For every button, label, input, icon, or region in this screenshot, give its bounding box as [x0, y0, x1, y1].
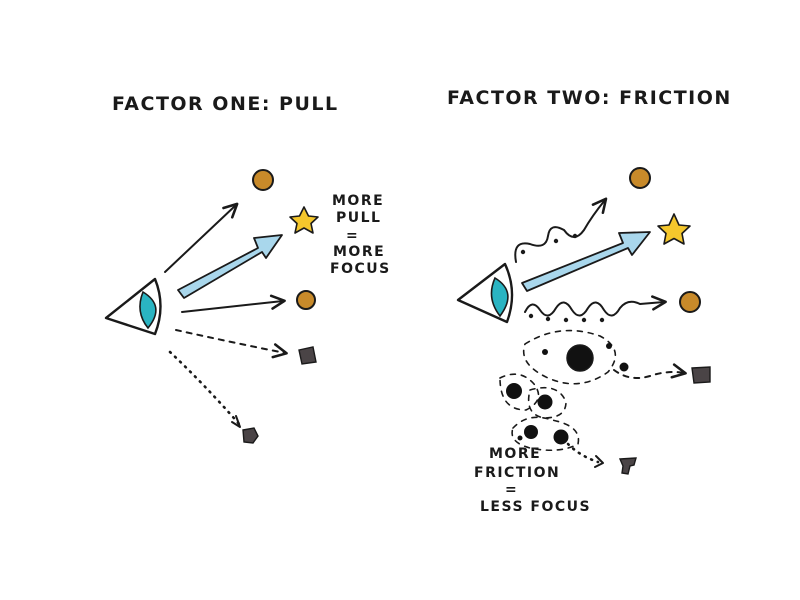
- note-line: FOCUS: [330, 261, 391, 277]
- obstacle-icon: [537, 394, 553, 410]
- friction-arrow-wavy-middle: [524, 295, 667, 323]
- eye-icon: [104, 277, 162, 336]
- pull-arrow-dotted: [168, 350, 242, 427]
- note-line: FRICTION: [474, 465, 560, 481]
- obstacle-icon: [553, 429, 569, 445]
- obstacle-icon: [506, 383, 522, 399]
- rock-icon: [298, 346, 317, 365]
- planet-icon: [629, 167, 651, 189]
- rock-icon: [618, 457, 637, 475]
- obstacle-icon: [606, 343, 612, 349]
- planet-icon: [252, 169, 274, 191]
- note-line: LESS FOCUS: [480, 499, 591, 515]
- eye-icon: [456, 262, 514, 324]
- obstacle-icon: [517, 435, 523, 441]
- obstacle-icon: [619, 362, 629, 372]
- rock-icon: [242, 427, 259, 444]
- pull-arrow-dotted-head: [231, 415, 241, 428]
- note-line: MORE: [333, 244, 385, 260]
- obstacle-icon: [542, 349, 548, 355]
- factor-one-note: MORE PULL = MORE FOCUS: [330, 193, 391, 277]
- rock-icon: [691, 366, 711, 384]
- obstacle-icon: [566, 344, 594, 372]
- factor-one-title: FACTOR ONE: PULL: [112, 93, 339, 115]
- planet-icon: [296, 290, 316, 310]
- friction-arrow-dotted-head: [594, 455, 604, 468]
- friction-obstacles: [499, 329, 617, 452]
- panel-factor-one: FACTOR ONE: PULL MORE PULL = MO: [104, 93, 391, 444]
- planet-icon: [679, 291, 701, 313]
- friction-arrow-squiggly-top: [514, 197, 608, 263]
- note-line: MORE: [489, 446, 541, 462]
- pull-arrow-middle: [181, 294, 286, 313]
- factor-two-title: FACTOR TWO: FRICTION: [447, 87, 732, 109]
- factor-two-note: MORE FRICTION = LESS FOCUS: [474, 446, 591, 515]
- note-line: =: [346, 228, 359, 244]
- pull-arrow-dashed: [175, 329, 288, 359]
- big-pull-arrow: [521, 231, 651, 292]
- note-line: PULL: [336, 210, 381, 226]
- panel-factor-two: FACTOR TWO: FRICTION: [447, 87, 732, 515]
- star-icon: [289, 206, 319, 234]
- big-pull-arrow: [177, 234, 283, 299]
- friction-arrow-dashed: [613, 363, 687, 379]
- pull-arrow-top: [164, 202, 239, 273]
- note-line: MORE: [332, 193, 384, 209]
- star-icon: [657, 213, 691, 245]
- obstacle-icon: [524, 425, 538, 439]
- note-line: =: [505, 482, 518, 498]
